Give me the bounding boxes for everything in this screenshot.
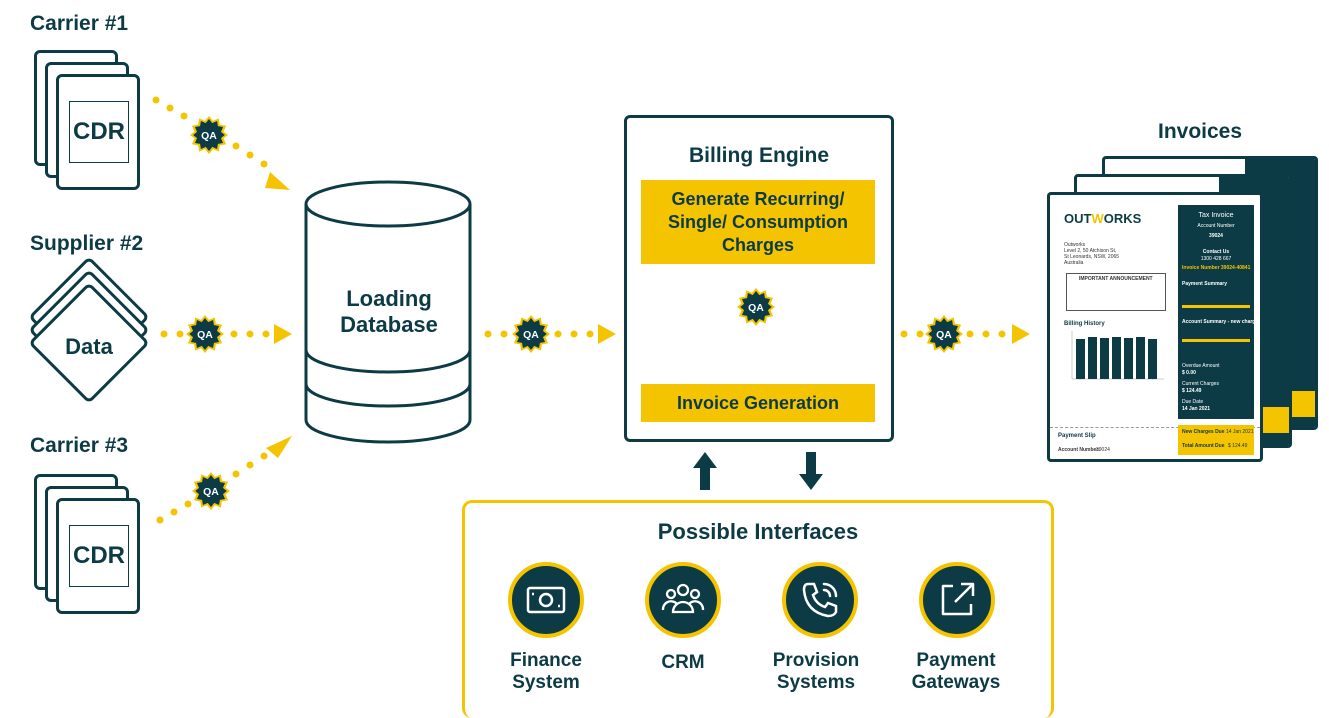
- overdue-amount-value: $ 0.00: [1182, 370, 1196, 376]
- database-cylinder: [304, 180, 472, 444]
- account-number-label: Account Number:: [1058, 447, 1100, 453]
- provision-label-line1: Provision: [772, 650, 860, 671]
- due-date-label: Due Date: [1182, 399, 1204, 405]
- billing-engine-box: Billing Engine Generate Recurring/ Singl…: [624, 115, 894, 442]
- billing-history-chart: [1071, 331, 1164, 380]
- qa-text: QA: [203, 487, 219, 498]
- current-charges-value: $ 124.49: [1182, 388, 1202, 394]
- charges-line-3: Charges: [721, 235, 795, 255]
- qa-text: QA: [748, 303, 764, 314]
- provision-systems-icon-circle: [782, 562, 858, 638]
- total-amount-due-value: $ 124.49: [1228, 443, 1248, 449]
- account-number-heading: Account Number: [1197, 223, 1235, 229]
- billing-engine-title: Billing Engine: [689, 144, 829, 167]
- new-charges-due-label: New Charges Due: [1182, 429, 1225, 435]
- qa-text: QA: [201, 131, 217, 142]
- database-label: Loading Database: [306, 286, 472, 338]
- provision-label-line2: Systems: [776, 672, 856, 693]
- address-line-4: Australia: [1064, 260, 1084, 266]
- logo-part-out: OUT: [1064, 211, 1092, 226]
- crm-label: CRM: [627, 652, 739, 674]
- payment-slip-label: Payment Slip: [1058, 433, 1096, 439]
- invoice-generation-box: Invoice Generation: [641, 384, 875, 422]
- charges-line-2: Single/ Consumption: [668, 212, 848, 232]
- account-number-panel-value: 39024: [1209, 233, 1223, 239]
- supplier-2-title: Supplier #2: [30, 232, 144, 255]
- cdr-label: CDR: [69, 525, 129, 587]
- finance-label-line1: Finance: [510, 650, 582, 671]
- invoice-front: OUTWORKS Outworks Level 2, 50 Atchison S…: [1047, 192, 1263, 462]
- generate-charges-box: Generate Recurring/ Single/ Consumption …: [641, 180, 875, 264]
- phone-icon: [802, 582, 838, 618]
- tax-invoice-label: Tax Invoice: [1198, 212, 1234, 219]
- phone-value: 1300 428 667: [1200, 256, 1232, 262]
- contact-us-label: Contact Us: [1202, 249, 1230, 255]
- logo-part-w: W: [1091, 211, 1104, 226]
- crm-label-line1: CRM: [661, 652, 705, 673]
- account-summary-label: Account Summary - new charges: [1182, 319, 1261, 325]
- address-line-2: Level 2, 50 Atchison St,: [1064, 248, 1117, 254]
- qa-badge-engine-output: QA: [925, 315, 963, 353]
- new-charges-due-date: 14 Jan 2021: [1226, 429, 1254, 435]
- payment-gateways-label: Payment Gateways: [900, 650, 1012, 694]
- announcement-title: IMPORTANT ANNOUNCEMENT: [1079, 276, 1153, 282]
- qa-badge-supplier-2: QA: [186, 315, 224, 353]
- payment-label-line1: Payment: [916, 650, 996, 671]
- charges-line-1: Generate Recurring/: [671, 189, 845, 209]
- finance-system-label: Finance System: [490, 650, 602, 694]
- billing-history-label: Billing History: [1064, 321, 1105, 327]
- qa-text: QA: [197, 330, 213, 341]
- payment-gateways-icon-circle: [919, 562, 995, 638]
- due-date-value: 14 Jan 2021: [1182, 406, 1211, 412]
- total-amount-due-label: Total Amount Due: [1182, 443, 1225, 449]
- data-label: Data: [65, 334, 113, 359]
- qa-badge-database: QA: [512, 315, 550, 353]
- current-charges-label: Current Charges: [1182, 381, 1219, 387]
- finance-label-line2: System: [512, 672, 580, 693]
- qa-badge-carrier-3: QA: [192, 472, 230, 510]
- carrier-3-title: Carrier #3: [30, 434, 129, 457]
- possible-interfaces-box: Possible Interfaces: [462, 500, 1054, 718]
- database-label-line1: Loading: [346, 286, 432, 311]
- cdr-doc-front: CDR: [56, 74, 140, 190]
- account-number-value: 39024: [1096, 447, 1110, 453]
- payment-summary-label: Payment Summary: [1182, 281, 1228, 287]
- address-line-3: St Leonards, NSW, 2065: [1064, 254, 1120, 260]
- crm-icon-circle: [645, 562, 721, 638]
- cdr-doc-front: CDR: [56, 498, 140, 614]
- overdue-amount-label: Overdue Amount: [1182, 363, 1220, 369]
- people-icon: [661, 583, 705, 614]
- outworks-logo: OUTWORKS: [1064, 211, 1141, 226]
- possible-interfaces-title: Possible Interfaces: [657, 519, 859, 544]
- qa-text: QA: [936, 330, 952, 341]
- invoices-title: Invoices: [1158, 120, 1243, 143]
- money-icon: [526, 586, 566, 614]
- qa-text: QA: [523, 330, 539, 341]
- cdr-label: CDR: [69, 101, 129, 163]
- provision-systems-label: Provision Systems: [760, 650, 872, 694]
- amount-due-panel: New Charges Due 14 Jan 2021 Total Amount…: [1178, 425, 1254, 455]
- carrier-1-title: Carrier #1: [30, 12, 129, 35]
- external-link-icon: [941, 582, 975, 616]
- logo-part-orks: ORKS: [1103, 211, 1142, 226]
- payment-label-line2: Gateways: [911, 672, 1001, 693]
- finance-system-icon-circle: [508, 562, 584, 638]
- address-line-1: Outworks: [1064, 242, 1086, 248]
- invoice-summary-panel: Tax Invoice Account Number 39024 Contact…: [1178, 205, 1260, 419]
- invoice-number: Invoice Number 39024-40841: [1182, 265, 1251, 271]
- announcement-box: IMPORTANT ANNOUNCEMENT: [1066, 273, 1166, 311]
- qa-badge-carrier-1: QA: [190, 116, 228, 154]
- database-label-line2: Database: [340, 312, 438, 337]
- qa-badge-engine-internal: QA: [737, 288, 775, 326]
